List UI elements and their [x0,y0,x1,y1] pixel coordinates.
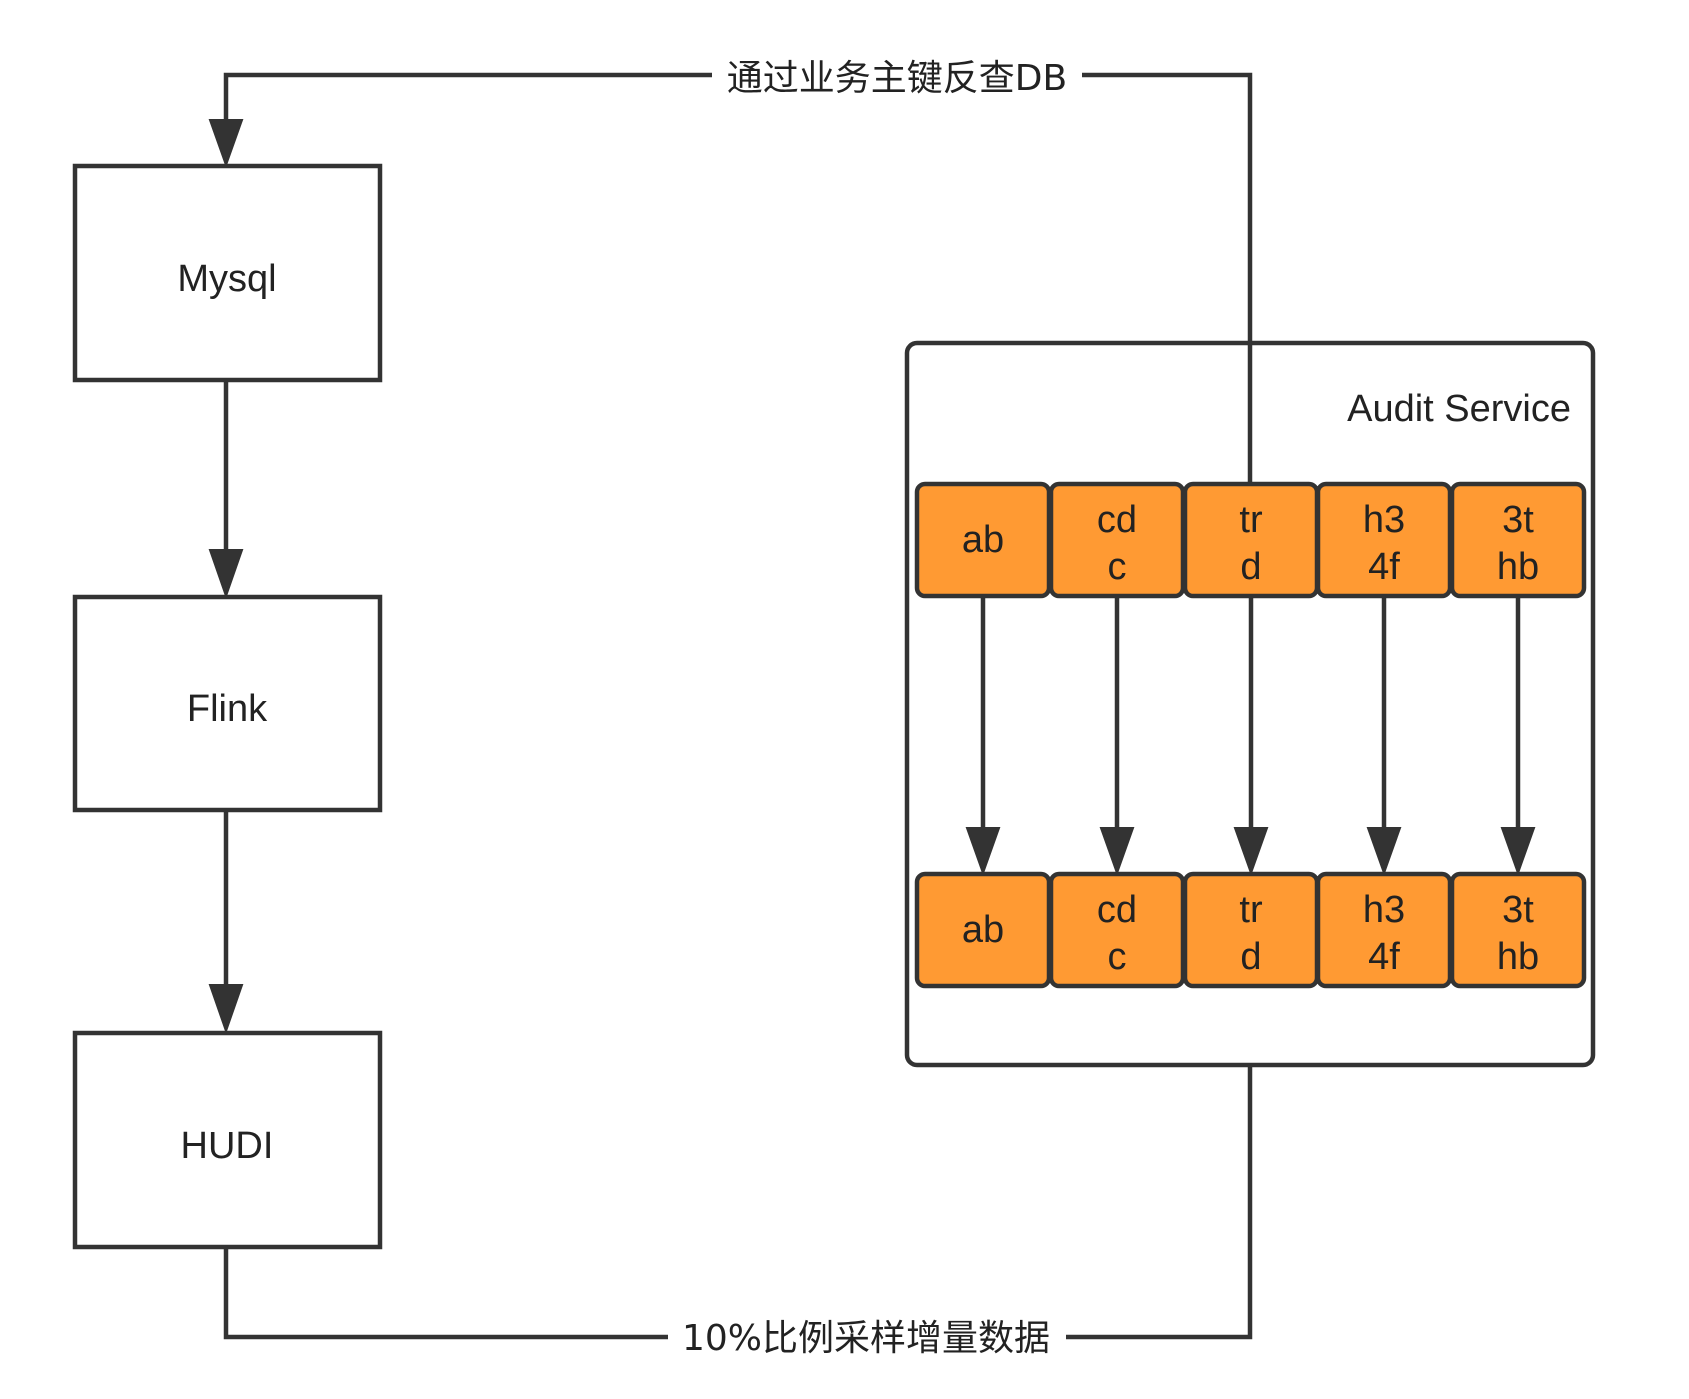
edge-flink-to-hudi [208,810,244,1035]
sample-data-label: 10%比例采样增量数据 [682,1318,1050,1359]
top-cell-3-line2: 4f [1368,546,1400,588]
flink-label: Flink [187,688,268,730]
top-cell-2-line2: d [1240,546,1261,588]
top-cell-3-line1: h3 [1363,499,1405,541]
top-cell-0: ab [914,481,1052,599]
inner-arrow-4 [1500,596,1536,876]
top-cell-1: cd c [1048,481,1186,599]
hudi-node: HUDI [72,1030,383,1250]
top-cell-2: tr d [1182,481,1320,599]
bottom-cell-2-line2: d [1240,936,1261,978]
bottom-cell-2: tr d [1182,871,1320,989]
edge-mysql-to-flink [208,381,244,600]
inner-arrow-3 [1366,596,1402,876]
bottom-cell-1-line2: c [1108,936,1127,978]
top-cell-4-line2: hb [1497,546,1539,588]
bottom-cell-3-line2: 4f [1368,936,1400,978]
mysql-label: Mysql [177,258,276,300]
lookup-db-label: 通过业务主键反查DB [727,58,1067,99]
bottom-cell-1: cd c [1048,871,1186,989]
inner-arrow-2 [1233,596,1269,876]
bottom-cell-1-line1: cd [1097,889,1137,931]
flink-node: Flink [72,594,383,813]
edge-label-lookup: 通过业务主键反查DB [712,56,1082,100]
top-cell-1-line2: c [1108,546,1127,588]
hudi-label: HUDI [181,1125,274,1167]
bottom-cell-2-line1: tr [1239,889,1263,931]
bottom-cell-4-line2: hb [1497,936,1539,978]
bottom-cell-0-line1: ab [962,909,1004,951]
bottom-cell-0: ab [914,871,1052,989]
top-cell-1-line1: cd [1097,499,1137,541]
bottom-cell-3-line1: h3 [1363,889,1405,931]
edge-label-sample: 10%比例采样增量数据 [668,1315,1066,1359]
top-cell-4: 3t hb [1449,481,1587,599]
top-cell-4-line1: 3t [1502,499,1534,541]
mysql-node: Mysql [72,163,383,383]
audit-service-title: Audit Service [1347,388,1571,430]
inner-arrows [965,596,1536,876]
bottom-cell-4-line1: 3t [1502,889,1534,931]
top-cell-2-line1: tr [1239,499,1263,541]
top-cell-0-line1: ab [962,519,1004,561]
bottom-cell-4: 3t hb [1449,871,1587,989]
inner-arrow-1 [1099,596,1135,876]
inner-arrow-0 [965,596,1001,876]
